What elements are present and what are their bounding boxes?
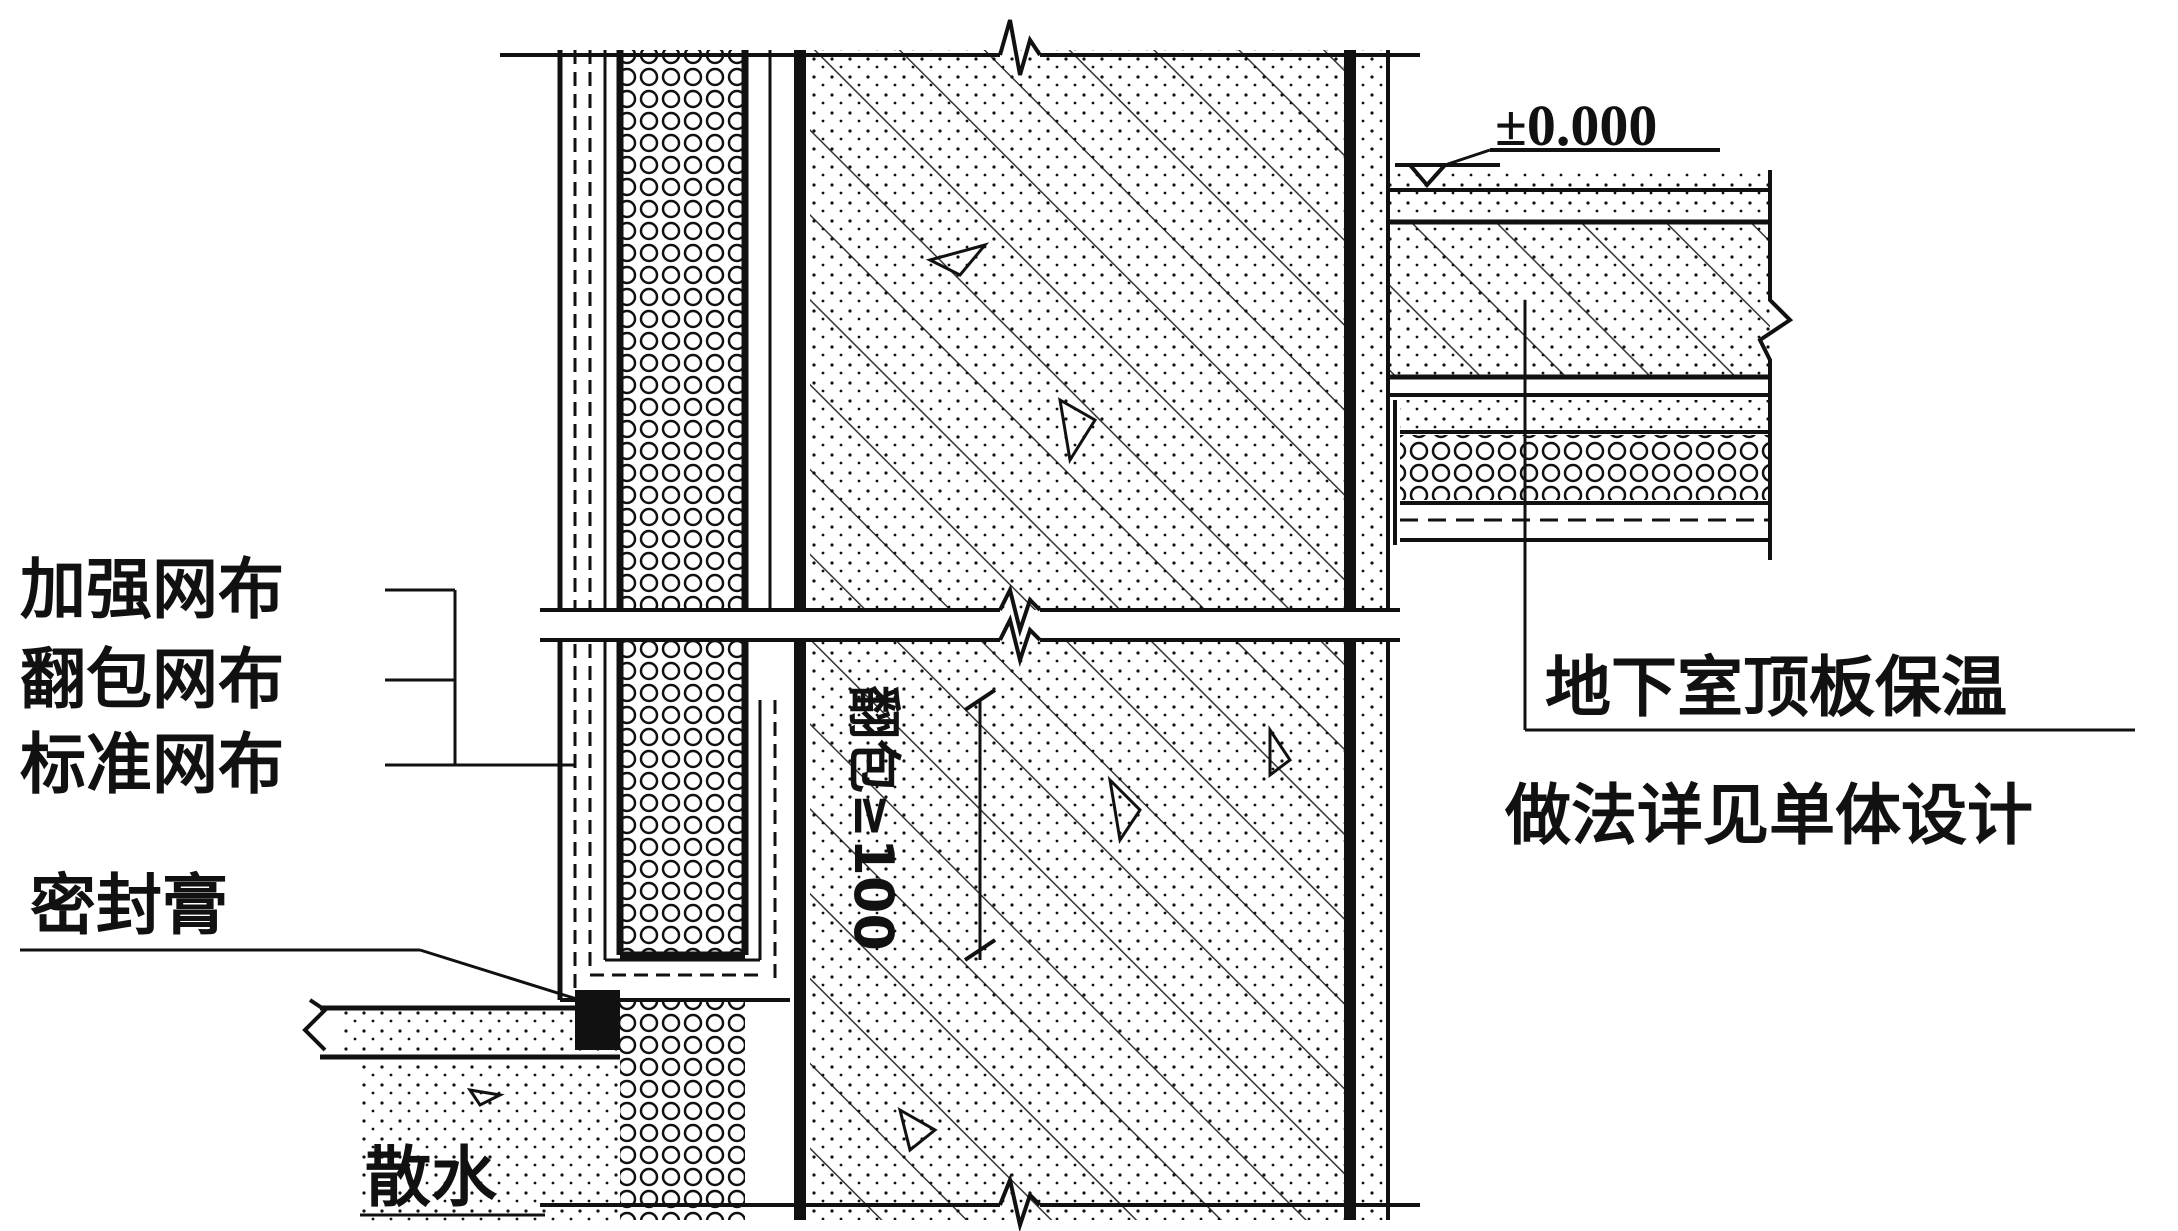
basement-roof-slab [1390, 170, 1794, 560]
wrap-dimension: 翻包≥100 [842, 685, 997, 962]
label-standard-mesh: 标准网布 [20, 726, 284, 803]
elevation-marker: ±0.000 [1395, 93, 1720, 189]
elevation-text: ±0.000 [1495, 93, 1657, 158]
insulation-board [616, 50, 749, 1220]
label-see-unit-design: 做法详见单体设计 [1504, 777, 2033, 854]
wrap-length-label: 翻包≥100 [842, 685, 905, 951]
label-sealant: 密封膏 [30, 867, 228, 944]
render-and-mesh-layers [557, 50, 790, 1002]
label-reinforcing-mesh: 加强网布 [20, 551, 284, 628]
left-leaders [20, 588, 581, 1217]
right-leader [1523, 300, 2135, 732]
label-wrap-mesh: 翻包网布 [20, 641, 284, 718]
apron-slab [302, 998, 620, 1225]
label-basement-roof-insulation: 地下室顶板保温 [1545, 649, 2007, 726]
break-lines [500, 19, 1420, 1231]
label-apron: 散水 [365, 1139, 498, 1216]
